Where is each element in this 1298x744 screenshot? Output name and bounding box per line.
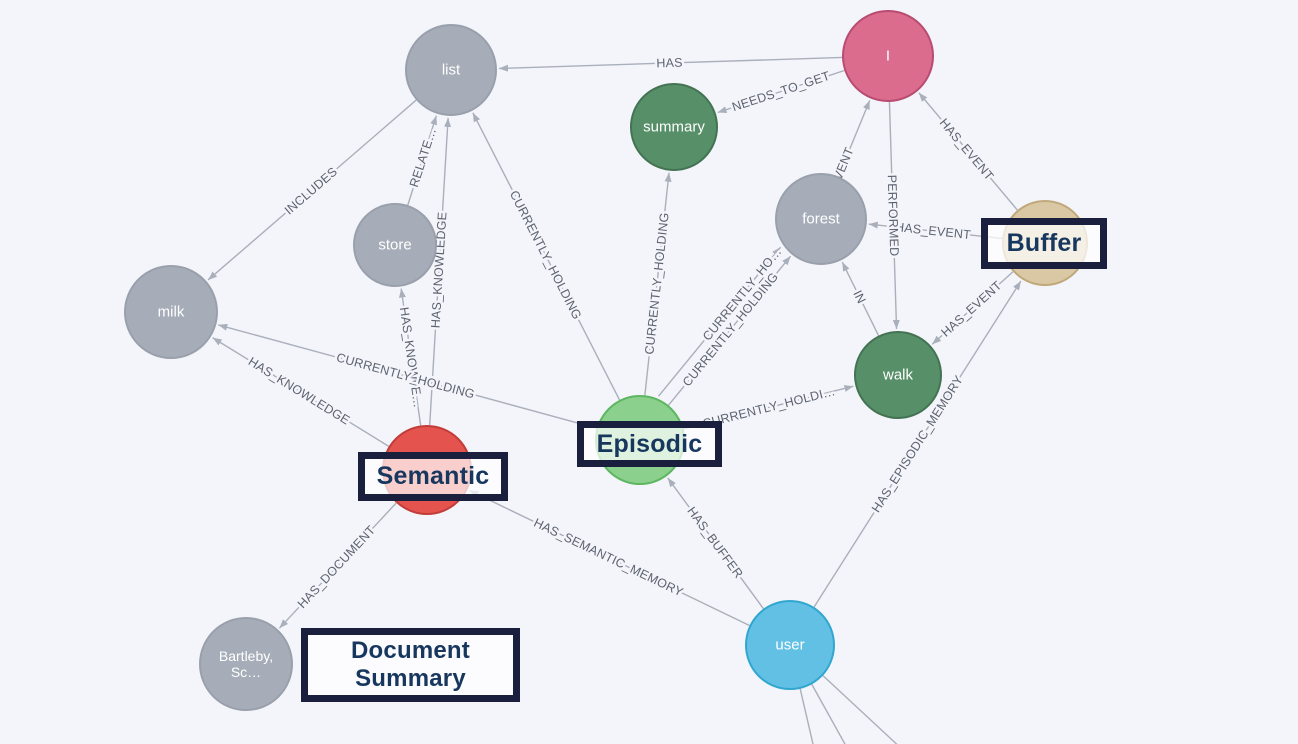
node-circle-user[interactable] bbox=[745, 600, 835, 690]
graph-edge-semantic-bartleby[interactable]: HAS_DOCUMENT bbox=[278, 502, 397, 629]
edge-line[interactable] bbox=[667, 477, 764, 610]
annotation-document-summary: Document Summary bbox=[301, 628, 520, 702]
edge-label: HAS_EVENT bbox=[894, 220, 971, 242]
edge-line[interactable] bbox=[644, 172, 672, 396]
graph-node-i[interactable]: I bbox=[842, 10, 934, 102]
edge-line[interactable] bbox=[717, 69, 845, 114]
edge-label: IN bbox=[850, 288, 868, 306]
edge-line[interactable] bbox=[918, 92, 1018, 211]
edge-line[interactable] bbox=[398, 288, 422, 426]
edge-line[interactable] bbox=[218, 323, 597, 429]
edge-line[interactable] bbox=[472, 112, 621, 401]
edge-label: INCLUDES bbox=[282, 165, 340, 218]
graph-edge-buffer-walk[interactable]: HAS_EVENT bbox=[931, 271, 1014, 345]
annotation-text: Episodic bbox=[596, 429, 703, 458]
edge-label: HAS bbox=[656, 56, 683, 71]
node-circle-i[interactable] bbox=[842, 10, 934, 102]
edge-line[interactable] bbox=[811, 684, 875, 744]
edge-line[interactable] bbox=[212, 337, 390, 447]
edge-line[interactable] bbox=[428, 117, 452, 426]
edge-label: HAS_BUFFER bbox=[684, 504, 745, 581]
graph-node-list[interactable]: list bbox=[405, 24, 497, 116]
node-circle-walk[interactable] bbox=[854, 331, 942, 419]
graph-edge-user-semantic[interactable]: HAS_SEMANTIC_MEMORY bbox=[469, 489, 750, 627]
graph-edge-user-offscreen[interactable] bbox=[822, 675, 944, 744]
edge-label: HAS_KNOWLEDGE bbox=[246, 354, 353, 427]
edge-label: HAS_SEMANTIC_MEMORY bbox=[532, 516, 686, 600]
edge-line[interactable] bbox=[837, 100, 871, 177]
edge-line[interactable] bbox=[841, 261, 880, 336]
node-circle-store[interactable] bbox=[353, 203, 437, 287]
edge-line[interactable] bbox=[822, 675, 944, 744]
annotation-text: Summary bbox=[355, 665, 466, 692]
edge-line[interactable] bbox=[868, 221, 1003, 240]
annotation-text: Semantic bbox=[376, 462, 490, 491]
graph-node-user[interactable]: user bbox=[745, 600, 835, 690]
graph-node-walk[interactable]: walk bbox=[854, 331, 942, 419]
graph-edge-walk-forest[interactable]: IN bbox=[841, 261, 880, 336]
graph-edge-buffer-i[interactable]: HAS_EVENT bbox=[918, 92, 1018, 211]
edge-label: CURRENTLY_HOLDING bbox=[642, 212, 671, 355]
graph-edge-episodic-summary[interactable]: CURRENTLY_HOLDING bbox=[640, 172, 674, 396]
edge-line[interactable] bbox=[407, 115, 438, 206]
graph-edge-user-offscreen[interactable] bbox=[799, 688, 825, 744]
annotation-semantic: Semantic bbox=[358, 452, 508, 501]
graph-edge-user-buffer[interactable]: HAS_EPISODIC_MEMORY bbox=[813, 280, 1022, 608]
edge-line[interactable] bbox=[813, 280, 1022, 608]
graph-edge-user-offscreen[interactable] bbox=[811, 684, 875, 744]
edge-line[interactable] bbox=[278, 502, 397, 629]
annotation-episodic: Episodic bbox=[577, 421, 722, 467]
graph-edge-i-list[interactable]: HAS bbox=[498, 53, 843, 73]
node-circle-list[interactable] bbox=[405, 24, 497, 116]
node-circle-milk[interactable] bbox=[124, 265, 218, 359]
graph-edge-i-summary[interactable]: NEEDS_TO_GET bbox=[717, 66, 845, 117]
annotation-text: Buffer bbox=[1006, 229, 1082, 258]
edge-line[interactable] bbox=[888, 101, 900, 330]
edge-line[interactable] bbox=[667, 255, 792, 406]
edge-label: NEEDS_TO_GET bbox=[730, 69, 832, 115]
graph-node-store[interactable]: store bbox=[353, 203, 437, 287]
edge-line[interactable] bbox=[799, 688, 825, 744]
node-circle-forest[interactable] bbox=[775, 173, 867, 265]
edge-line[interactable] bbox=[657, 246, 782, 397]
node-circle-bartleby[interactable] bbox=[199, 617, 293, 711]
edge-label: HAS_KNOWLE… bbox=[397, 306, 425, 408]
graph-edge-semantic-store[interactable]: HAS_KNOWLE… bbox=[394, 288, 428, 426]
edge-line[interactable] bbox=[207, 99, 417, 281]
edge-label: CURRENTLY_HOLDING bbox=[680, 270, 781, 389]
annotation-text: Document bbox=[351, 637, 470, 665]
annotation-buffer: Buffer bbox=[981, 218, 1107, 269]
graph-edge-semantic-milk[interactable]: HAS_KNOWLEDGE bbox=[212, 337, 390, 447]
graph-edge-episodic-forest[interactable]: CURRENTLY_HO… bbox=[657, 242, 787, 397]
graph-node-bartleby[interactable]: Bartleby,Sc… bbox=[199, 617, 293, 711]
graph-edge-episodic-list[interactable]: CURRENTLY_HOLDING bbox=[472, 112, 621, 401]
edge-label: HAS_EVENT bbox=[937, 116, 997, 183]
edge-label: HAS_DOCUMENT bbox=[295, 523, 379, 611]
node-circle-summary[interactable] bbox=[630, 83, 718, 171]
edge-line[interactable] bbox=[498, 56, 843, 72]
edge-line[interactable] bbox=[931, 271, 1014, 345]
edge-label: CURRENTLY_HO… bbox=[700, 245, 785, 344]
edge-label: PERFORMED bbox=[885, 174, 902, 256]
graph-node-milk[interactable]: milk bbox=[124, 265, 218, 359]
edge-line[interactable] bbox=[469, 489, 750, 627]
graph-edge-store-list[interactable]: RELATE… bbox=[404, 115, 442, 206]
graph-edge-episodic-forest[interactable]: CURRENTLY_HOLDING bbox=[667, 255, 792, 406]
graph-node-summary[interactable]: summary bbox=[630, 83, 718, 171]
edge-label: RELATE… bbox=[407, 126, 439, 189]
edge-label: CURRENTLY_HOLDING bbox=[507, 188, 584, 322]
graph-node-forest[interactable]: forest bbox=[775, 173, 867, 265]
edge-label: HAS_EVENT bbox=[938, 278, 1004, 339]
graph-edge-i-walk[interactable]: PERFORMED bbox=[882, 101, 904, 330]
